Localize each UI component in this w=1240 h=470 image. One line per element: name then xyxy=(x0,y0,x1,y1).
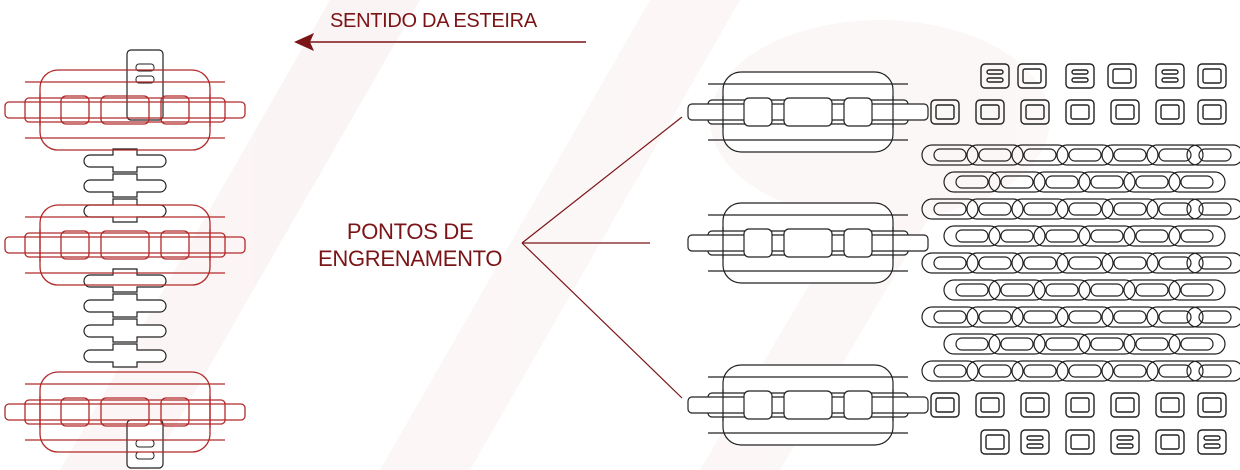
meshing-points-label: PONTOS DE ENGRENAMENTO xyxy=(318,218,503,272)
left-sprocket-top xyxy=(4,69,246,151)
right-sprocket-top xyxy=(687,71,929,153)
meshing-label-line2: ENGRENAMENTO xyxy=(318,246,503,271)
meshing-label-line1: PONTOS DE xyxy=(346,219,474,244)
belt-direction-label: SENTIDO DA ESTEIRA xyxy=(330,10,537,32)
meshing-leader-lines xyxy=(521,116,683,399)
right-sprocket-middle xyxy=(687,202,929,284)
direction-arrow xyxy=(294,33,586,51)
right-sprocket-bottom xyxy=(687,364,929,446)
